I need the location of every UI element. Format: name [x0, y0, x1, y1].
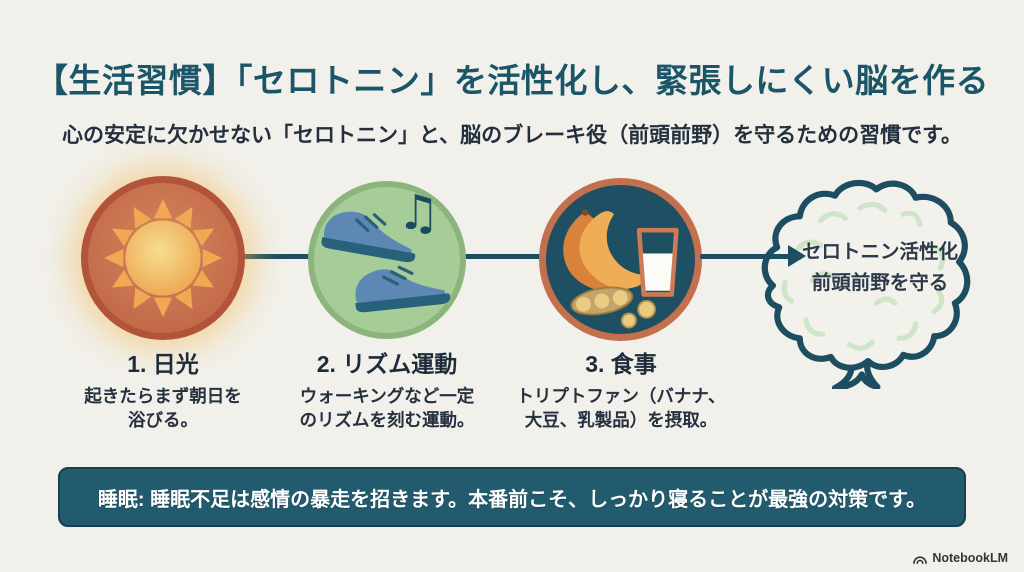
brain-icon [761, 179, 971, 389]
step1-title: 1. 日光 [127, 351, 199, 377]
banner-text: 睡眠: 睡眠不足は感情の暴走を招きます。本番前こそ、しっかり寝ることが最強の対策… [97, 488, 927, 511]
step2-title: 2. リズム運動 [316, 351, 458, 377]
watermark-label: NotebookLM [932, 551, 1008, 565]
step1-label: 1. 日光 起きたらまず朝日を 浴びる。 [41, 350, 285, 432]
step2-rhythm-exercise-circle: ♫ [308, 181, 466, 339]
sun-icon [104, 199, 222, 317]
notebooklm-logo-icon [913, 555, 928, 564]
connector-line-1 [243, 254, 310, 259]
notebooklm-watermark: NotebookLM [912, 551, 1008, 565]
page-subtitle: 心の安定に欠かせない「セロトニン」と、脳のブレーキ役（前頭前野）を守るための習慣… [61, 124, 963, 147]
step3-description: トリプトファン（バナナ、 大豆、乳製品）を摂取。 [516, 386, 726, 430]
sneakers-icon [321, 211, 451, 313]
arrow-line [700, 254, 790, 259]
page-title: 【生活習慣】「セロトニン」を活性化し、緊張しにくい脳を作る [34, 62, 990, 99]
step3-label: 3. 食事 トリプトファン（バナナ、 大豆、乳製品）を摂取。 [499, 350, 743, 432]
music-note-icon: ♫ [396, 185, 440, 241]
step2-description: ウォーキングなど一定 のリズムを刻む運動。 [299, 386, 475, 430]
connector-line-2 [464, 254, 541, 259]
step1-description: 起きたらまず朝日を 浴びる。 [84, 386, 242, 430]
arrow-head-icon [788, 245, 806, 267]
step3-title: 3. 食事 [585, 351, 657, 377]
step1-sunlight-circle [81, 176, 245, 340]
step2-label: 2. リズム運動 ウォーキングなど一定 のリズムを刻む運動。 [265, 350, 509, 432]
sleep-advice-banner: 睡眠: 睡眠不足は感情の暴走を招きます。本番前こそ、しっかり寝ることが最強の対策… [58, 467, 966, 527]
brain-label-line2: 前頭前野を守る [811, 272, 949, 294]
step3-diet-circle [539, 178, 702, 341]
banana-milk-soy-icon [563, 208, 679, 328]
brain-label-line1: セロトニン活性化 [801, 241, 958, 263]
brain-label: セロトニン活性化 前頭前野を守る [780, 237, 980, 299]
